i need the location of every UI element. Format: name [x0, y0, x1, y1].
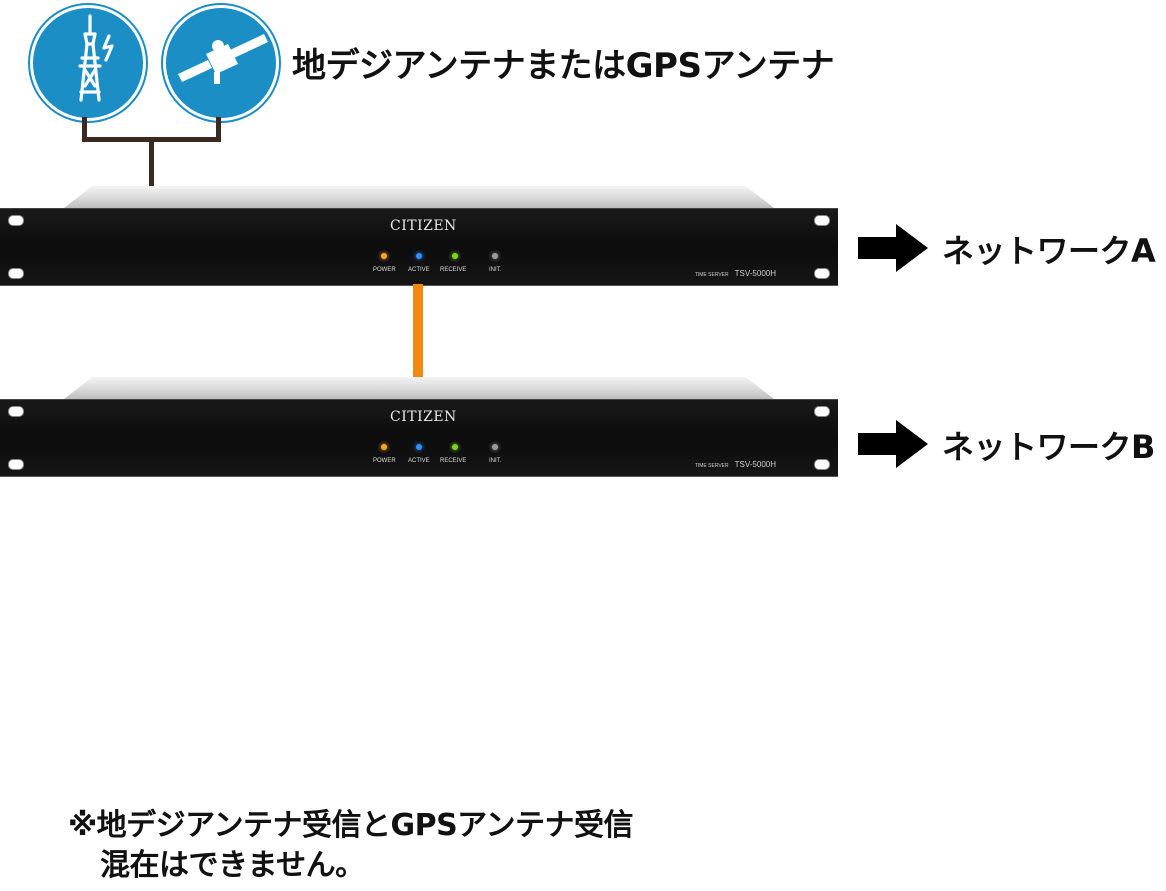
antenna-wire-left	[82, 117, 87, 141]
active-led-label: ACTIVE	[408, 458, 430, 464]
rack-ear-hole	[8, 268, 24, 279]
server-front-panel: CITIZEN POWER ACTIVE RECEIVE INIT. TIME …	[0, 208, 838, 286]
rack-ear-hole	[8, 406, 24, 417]
active-led	[416, 253, 422, 259]
network-a-label: ネットワークA	[942, 232, 1156, 270]
rack-ear-hole	[814, 215, 830, 226]
note-line-2: 混在はできません。	[100, 848, 365, 883]
active-led-label: ACTIVE	[408, 267, 430, 273]
rack-ear-hole	[814, 459, 830, 470]
power-led	[381, 253, 387, 259]
network-b-label: ネットワークB	[942, 428, 1155, 466]
init-label: INIT.	[489, 267, 502, 273]
time-server-b: CITIZEN POWER ACTIVE RECEIVE INIT. TIME …	[0, 377, 838, 477]
tv-tower-icon	[30, 5, 146, 121]
server-top-panel	[64, 377, 774, 399]
note-line-1: ※地デジアンテナ受信とGPSアンテナ受信	[68, 808, 633, 843]
arrow-right-icon	[858, 224, 928, 272]
init-button	[492, 253, 498, 259]
brand-logo: CITIZEN	[390, 218, 457, 234]
antenna-wire-down	[149, 137, 154, 187]
time-server-a: CITIZEN POWER ACTIVE RECEIVE INIT. TIME …	[0, 186, 838, 286]
arrow-right-icon	[858, 420, 928, 468]
antenna-wire-right	[216, 117, 221, 141]
receive-led-label: RECEIVE	[440, 458, 467, 464]
rack-ear-hole	[814, 406, 830, 417]
server-front-panel: CITIZEN POWER ACTIVE RECEIVE INIT. TIME …	[0, 399, 838, 477]
rack-ear-hole	[814, 268, 830, 279]
power-led-label: POWER	[373, 267, 396, 273]
init-label: INIT.	[489, 458, 502, 464]
antenna-label: 地デジアンテナまたはGPSアンテナ	[292, 46, 835, 86]
satellite-icon	[163, 5, 279, 121]
receive-led	[452, 253, 458, 259]
active-led	[416, 444, 422, 450]
server-link-cable	[413, 284, 423, 380]
receive-led	[452, 444, 458, 450]
init-button	[492, 444, 498, 450]
server-top-panel	[64, 186, 774, 208]
rack-ear-hole	[8, 215, 24, 226]
brand-logo: CITIZEN	[390, 409, 457, 425]
power-led	[381, 444, 387, 450]
rack-ear-hole	[8, 459, 24, 470]
power-led-label: POWER	[373, 458, 396, 464]
receive-led-label: RECEIVE	[440, 267, 467, 273]
